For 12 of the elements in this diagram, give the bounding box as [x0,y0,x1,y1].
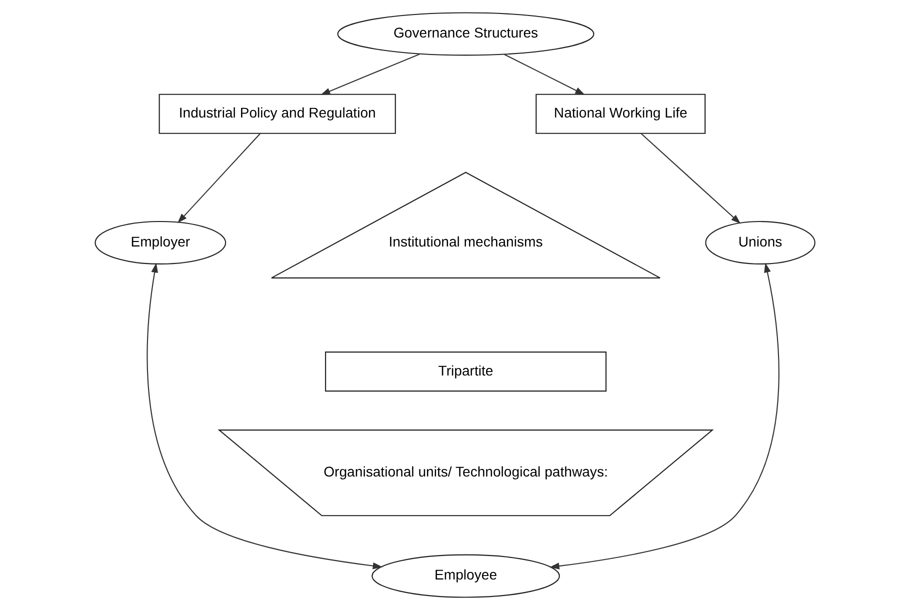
node-ellipse: Unions [704,220,815,264]
node-ellipse: Governance Structures [336,12,594,56]
arrow [549,262,779,570]
node-box: Tripartite [324,352,606,392]
arrow [640,132,740,224]
arrow [176,133,260,224]
arrow [320,54,420,95]
arrow [504,54,584,95]
arrow [146,262,382,570]
node-box: Industrial Policy and Regulation [158,94,396,134]
node-ellipse: Employer [94,220,226,264]
node-box: National Working Life [535,94,706,134]
